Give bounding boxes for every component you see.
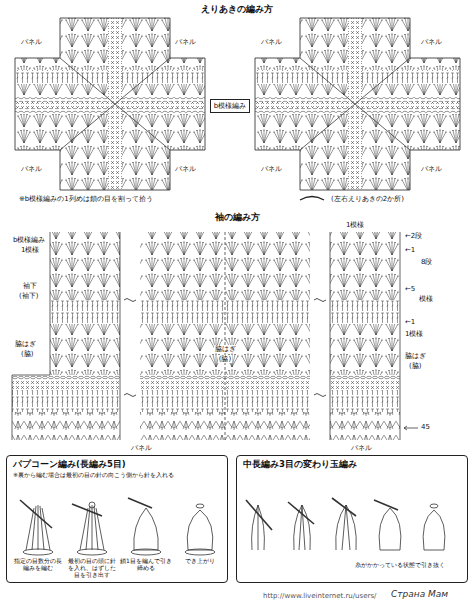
chart-label: 1模様 [20, 246, 40, 254]
chart-label: 1模様 [345, 221, 365, 229]
chart-label: (左右えりあきの2か所) [330, 195, 405, 203]
chart-label: 45 [420, 423, 431, 431]
step-caption: 糸がかかっている状態で引き抜く [349, 562, 451, 569]
chart-label: ←5 [404, 285, 416, 293]
chart-label: パネル [130, 444, 153, 452]
chart-label: ←1 [404, 318, 416, 326]
chart-label: パネル [420, 165, 443, 173]
watermark: http://www.liveinternet.ru/users/ [262, 592, 377, 600]
chart-label: 8段 [420, 258, 433, 266]
chart-label: 脇はぎ [404, 352, 427, 360]
chart-label: ※b模様編みの1列めは鎖の目を割って拾う [18, 195, 154, 203]
box-heading: 中長編み3目の変わり玉編み [243, 459, 461, 469]
chart-label: (脇) [20, 350, 34, 358]
pattern-label-box: b模様編み [210, 99, 250, 113]
chart-label: (脇) [218, 355, 232, 363]
chart-label: パネル [174, 38, 197, 46]
chart-label: 1模様 [404, 330, 424, 338]
step-caption: 指定の目数分の長編みを編む [11, 558, 65, 572]
chart-label: パネル [20, 165, 43, 173]
chart-label: ←1 [404, 246, 416, 254]
chart-label: 模様 [418, 295, 434, 303]
box-heading: パプコーン編み(長編み5目) [13, 459, 221, 469]
step-caption: 鎖1目を編んで引き締める [119, 558, 173, 572]
section-title: 袖の編み方 [214, 212, 261, 222]
step-caption: 最初の目の頭に針を入れ、はずした目を引き出す [65, 558, 119, 579]
chart-label: b模様編み [12, 236, 46, 244]
chart-label: 脇はぎ [14, 340, 37, 348]
stitch-guide-box: パプコーン編み(長編み5目) ※裏から編む場合は最初の目の針の向こう側から針を入れ… [6, 455, 228, 583]
box-heading: b模様編み [214, 101, 246, 111]
chart-label: パネル [174, 165, 197, 173]
chart-label: (袖下) [18, 292, 39, 300]
chart-label: パネル [260, 165, 283, 173]
chart-label: パネル [260, 38, 283, 46]
watermark: Страна Мам [390, 589, 449, 599]
chart-label: (脇) [408, 362, 422, 370]
step-caption: でき上がり [173, 558, 227, 565]
chart-label: パネル [20, 38, 43, 46]
chart-label: 袖下 [22, 282, 38, 290]
chart-label: 脇はぎ [214, 345, 237, 353]
chart-label: パネル [420, 38, 443, 46]
box-note: ※裏から編む場合は最初の目の針の向こう側から針を入れる [13, 471, 221, 478]
stitch-guide-box: 中長編み3目の変わり玉編み [236, 455, 468, 583]
chart-label: ←2段 [404, 232, 423, 240]
chart-label: パネル [350, 444, 373, 452]
section-title: えりあきの編み方 [200, 4, 274, 14]
